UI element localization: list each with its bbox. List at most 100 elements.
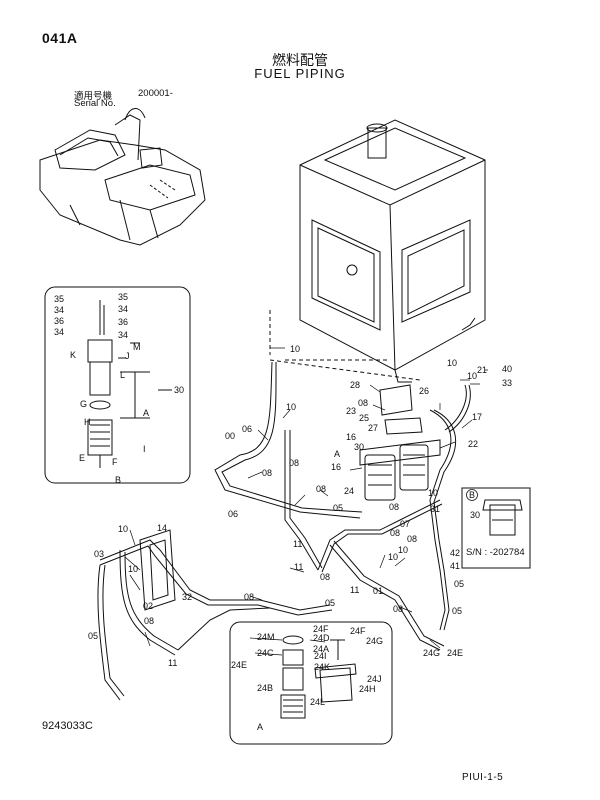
callout-label: 03 (94, 549, 104, 559)
callout-label: 08 (358, 398, 368, 408)
callout-label: H (84, 417, 91, 427)
callout-label: 24 (344, 486, 354, 496)
callout-label: 05 (452, 606, 462, 616)
callout-label: 35 (54, 294, 64, 304)
callout-label: F (112, 457, 118, 467)
callout-label: 22 (468, 439, 478, 449)
callout-label: E (79, 453, 85, 463)
callout-label: 24D (313, 633, 330, 643)
callout-label: 21 (477, 365, 487, 375)
callout-label: 08 (289, 458, 299, 468)
callout-label: B (469, 490, 475, 500)
callout-label: 31 (430, 504, 440, 514)
page-code: 041A (42, 30, 78, 46)
callout-label: A (257, 722, 263, 732)
callout-leaders (124, 347, 488, 656)
callout-label: 10 (118, 524, 128, 534)
callout-label: 01 (373, 586, 383, 596)
callout-label: 16 (331, 462, 341, 472)
callout-label: 34 (118, 304, 128, 314)
serial-note: S/N : -202784 (466, 547, 525, 558)
callout-label: 08 (144, 616, 154, 626)
callout-circle-marker (466, 489, 478, 501)
page-reference: PIUI-1-5 (462, 772, 504, 783)
callout-label: 34 (54, 327, 64, 337)
callout-label: 06 (242, 424, 252, 434)
serial-value: 200001- (138, 88, 173, 99)
callout-label: 11 (350, 585, 359, 595)
callout-label: 36 (54, 316, 64, 326)
callout-label: 27 (368, 423, 378, 433)
callout-label: 11 (294, 562, 303, 572)
callout-label: 05 (454, 579, 464, 589)
serial-label: Serial No. (74, 98, 116, 109)
callout-label: 24J (367, 674, 382, 684)
callout-label: 17 (472, 412, 482, 422)
callout-label: 26 (419, 386, 429, 396)
callout-label: 30 (470, 510, 480, 520)
callout-label: 16 (346, 432, 356, 442)
callout-label: 24G (366, 636, 383, 646)
callout-label: 10 (128, 564, 138, 574)
callout-label: 24B (257, 683, 273, 693)
callout-label: 10 (428, 488, 438, 498)
callout-label: 05 (325, 598, 335, 608)
document-number: 9243033C (42, 720, 93, 732)
callout-label: 30 (354, 442, 364, 452)
callout-label: 11 (168, 658, 177, 668)
callout-label: 32 (182, 592, 192, 602)
callout-label: 10 (398, 545, 408, 555)
callout-label: 25 (359, 413, 369, 423)
callout-label: 24I (314, 651, 327, 661)
fuel-lines (97, 361, 471, 701)
callout-label: 28 (350, 380, 360, 390)
callout-label: I (143, 444, 146, 454)
callout-label: M (133, 342, 141, 352)
callout-label: 08 (407, 534, 417, 544)
callout-label: A (143, 408, 149, 418)
callout-label: 24E (447, 648, 463, 658)
callout-label: 08 (320, 572, 330, 582)
callout-label: 14 (157, 523, 167, 533)
callout-label: 24C (257, 648, 274, 658)
callout-label: 11 (293, 539, 302, 549)
callout-label: 34 (118, 330, 128, 340)
callout-label: 36 (118, 317, 128, 327)
callout-label: 00 (225, 431, 235, 441)
callout-label: 24E (231, 660, 247, 670)
callout-label: 24M (257, 632, 275, 642)
callout-labels: 3534363435343634MJKL30GHAEIFB10100006080… (54, 292, 512, 732)
callout-label: 08 (390, 528, 400, 538)
callout-label: 35 (118, 292, 128, 302)
callout-label: 08 (316, 484, 326, 494)
callout-label: 05 (333, 503, 343, 513)
callout-label: 10 (447, 358, 457, 368)
callout-label: 06 (228, 509, 238, 519)
callout-label: 24A (313, 644, 329, 654)
callout-label: 34 (54, 305, 64, 315)
callout-label: B (115, 475, 121, 485)
filter-inset-b (461, 487, 531, 569)
callout-label: 08 (393, 604, 403, 614)
callout-label: A (334, 449, 340, 459)
excavator-overview-sketch (39, 108, 206, 246)
page-title: FUEL PIPING (254, 66, 346, 81)
callout-label: 08 (389, 502, 399, 512)
callout-label: 10 (286, 402, 296, 412)
bottom-filter-inset (229, 621, 393, 745)
callout-label: 24F (350, 626, 366, 636)
callout-label: 08 (244, 592, 254, 602)
callout-label: 05 (88, 631, 98, 641)
callout-label: L (120, 370, 125, 380)
callout-label: 41 (450, 561, 460, 571)
callout-label: 42 (450, 548, 460, 558)
callout-label: 33 (502, 378, 512, 388)
mounting-bracket (139, 529, 176, 611)
callout-label: 10 (467, 371, 477, 381)
callout-label: 08 (262, 468, 272, 478)
callout-label: 24F (313, 624, 329, 634)
callout-label: J (125, 351, 130, 361)
callout-label: 23 (346, 406, 356, 416)
callout-label: 10 (290, 344, 300, 354)
water-separator-assembly (359, 384, 441, 501)
